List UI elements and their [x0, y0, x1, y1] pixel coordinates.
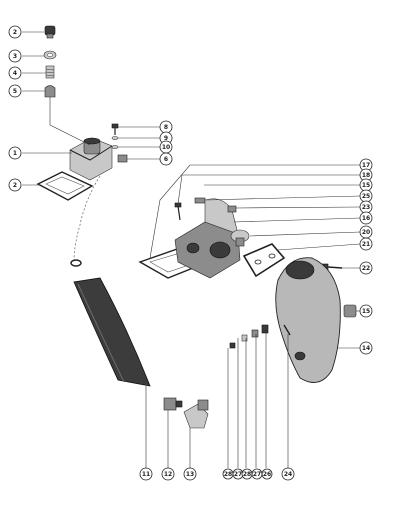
hose-part — [73, 277, 151, 387]
plug-part — [343, 304, 357, 318]
svg-text:15: 15 — [362, 182, 370, 189]
svg-text:9: 9 — [164, 135, 168, 142]
callout-14: 14 — [359, 341, 373, 355]
nut-part — [229, 342, 236, 349]
hose-route-line — [73, 175, 101, 263]
callout-2: 2 — [8, 178, 22, 192]
callout-27: 27 — [232, 468, 244, 480]
callout-4: 4 — [8, 66, 22, 80]
screw-part — [194, 197, 206, 204]
svg-text:21: 21 — [362, 241, 370, 248]
fitting-part — [163, 397, 183, 411]
screw-part — [174, 202, 182, 221]
manifold-gasket-part — [242, 243, 286, 278]
hose-clamp-part — [70, 259, 82, 267]
callout-5: 5 — [8, 84, 22, 98]
callout-20: 20 — [359, 225, 373, 239]
plug-part — [44, 85, 56, 98]
callout-24: 24 — [281, 467, 295, 481]
exhaust-manifold-part — [275, 257, 341, 383]
svg-text:8: 8 — [164, 124, 168, 131]
svg-text:10: 10 — [162, 144, 170, 151]
callout-3: 3 — [8, 49, 22, 63]
callout-15: 15 — [359, 178, 373, 192]
svg-text:6: 6 — [164, 156, 168, 163]
washer-part — [241, 334, 248, 342]
svg-text:28: 28 — [243, 471, 251, 478]
thermostat-part — [230, 229, 250, 247]
leader-line — [49, 97, 91, 146]
svg-text:3: 3 — [13, 53, 17, 60]
callout-11: 11 — [139, 467, 153, 481]
callout-28: 28 — [222, 468, 234, 480]
washer-part — [251, 329, 259, 338]
svg-text:15: 15 — [362, 308, 370, 315]
svg-text:4: 4 — [13, 70, 17, 77]
thermostat-housing-part — [69, 137, 113, 181]
callout-25: 25 — [359, 189, 373, 203]
callout-18: 18 — [359, 168, 373, 182]
fitting-part — [117, 154, 128, 163]
svg-text:1: 1 — [13, 150, 17, 157]
svg-text:18: 18 — [362, 172, 370, 179]
svg-text:13: 13 — [186, 471, 194, 478]
lock-washer-part — [111, 136, 119, 140]
svg-text:16: 16 — [362, 215, 370, 222]
callout-28: 28 — [241, 468, 253, 480]
svg-text:14: 14 — [362, 345, 370, 352]
svg-text:11: 11 — [142, 471, 150, 478]
svg-text:12: 12 — [164, 471, 172, 478]
callout-22: 22 — [359, 261, 373, 275]
stud-part — [283, 324, 291, 336]
svg-text:17: 17 — [362, 162, 370, 169]
callout-2: 2 — [8, 25, 22, 39]
washer-part — [43, 50, 57, 60]
svg-text:23: 23 — [362, 204, 370, 211]
callout-21: 21 — [359, 237, 373, 251]
flat-washer-part — [111, 145, 119, 149]
svg-text:2: 2 — [13, 29, 17, 36]
callout-15: 15 — [359, 304, 373, 318]
callout-10: 10 — [159, 140, 173, 154]
callout-9: 9 — [159, 131, 173, 145]
callout-6: 6 — [159, 152, 173, 166]
svg-text:2: 2 — [13, 182, 17, 189]
gasket-part — [36, 171, 94, 201]
elbow-fitting-part — [183, 399, 209, 429]
nut-part — [261, 324, 269, 334]
svg-text:27: 27 — [234, 471, 242, 478]
spring-part — [45, 65, 55, 79]
callout-16: 16 — [359, 211, 373, 225]
leader-lines — [22, 31, 361, 468]
svg-text:25: 25 — [362, 193, 370, 200]
svg-text:20: 20 — [362, 229, 370, 236]
svg-text:28: 28 — [224, 471, 232, 478]
filler-cap-part — [44, 25, 56, 39]
svg-text:22: 22 — [362, 265, 370, 272]
fitting-part — [227, 205, 237, 213]
callout-13: 13 — [183, 467, 197, 481]
callout-12: 12 — [161, 467, 175, 481]
screw-part — [111, 123, 119, 135]
callout-8: 8 — [159, 120, 173, 134]
callout-27: 27 — [251, 468, 263, 480]
svg-text:27: 27 — [253, 471, 261, 478]
callout-1: 1 — [8, 146, 22, 160]
svg-text:5: 5 — [13, 88, 17, 95]
callout-26: 26 — [261, 468, 273, 480]
svg-text:24: 24 — [284, 471, 292, 478]
callout-23: 23 — [359, 200, 373, 214]
svg-text:26: 26 — [263, 471, 271, 478]
